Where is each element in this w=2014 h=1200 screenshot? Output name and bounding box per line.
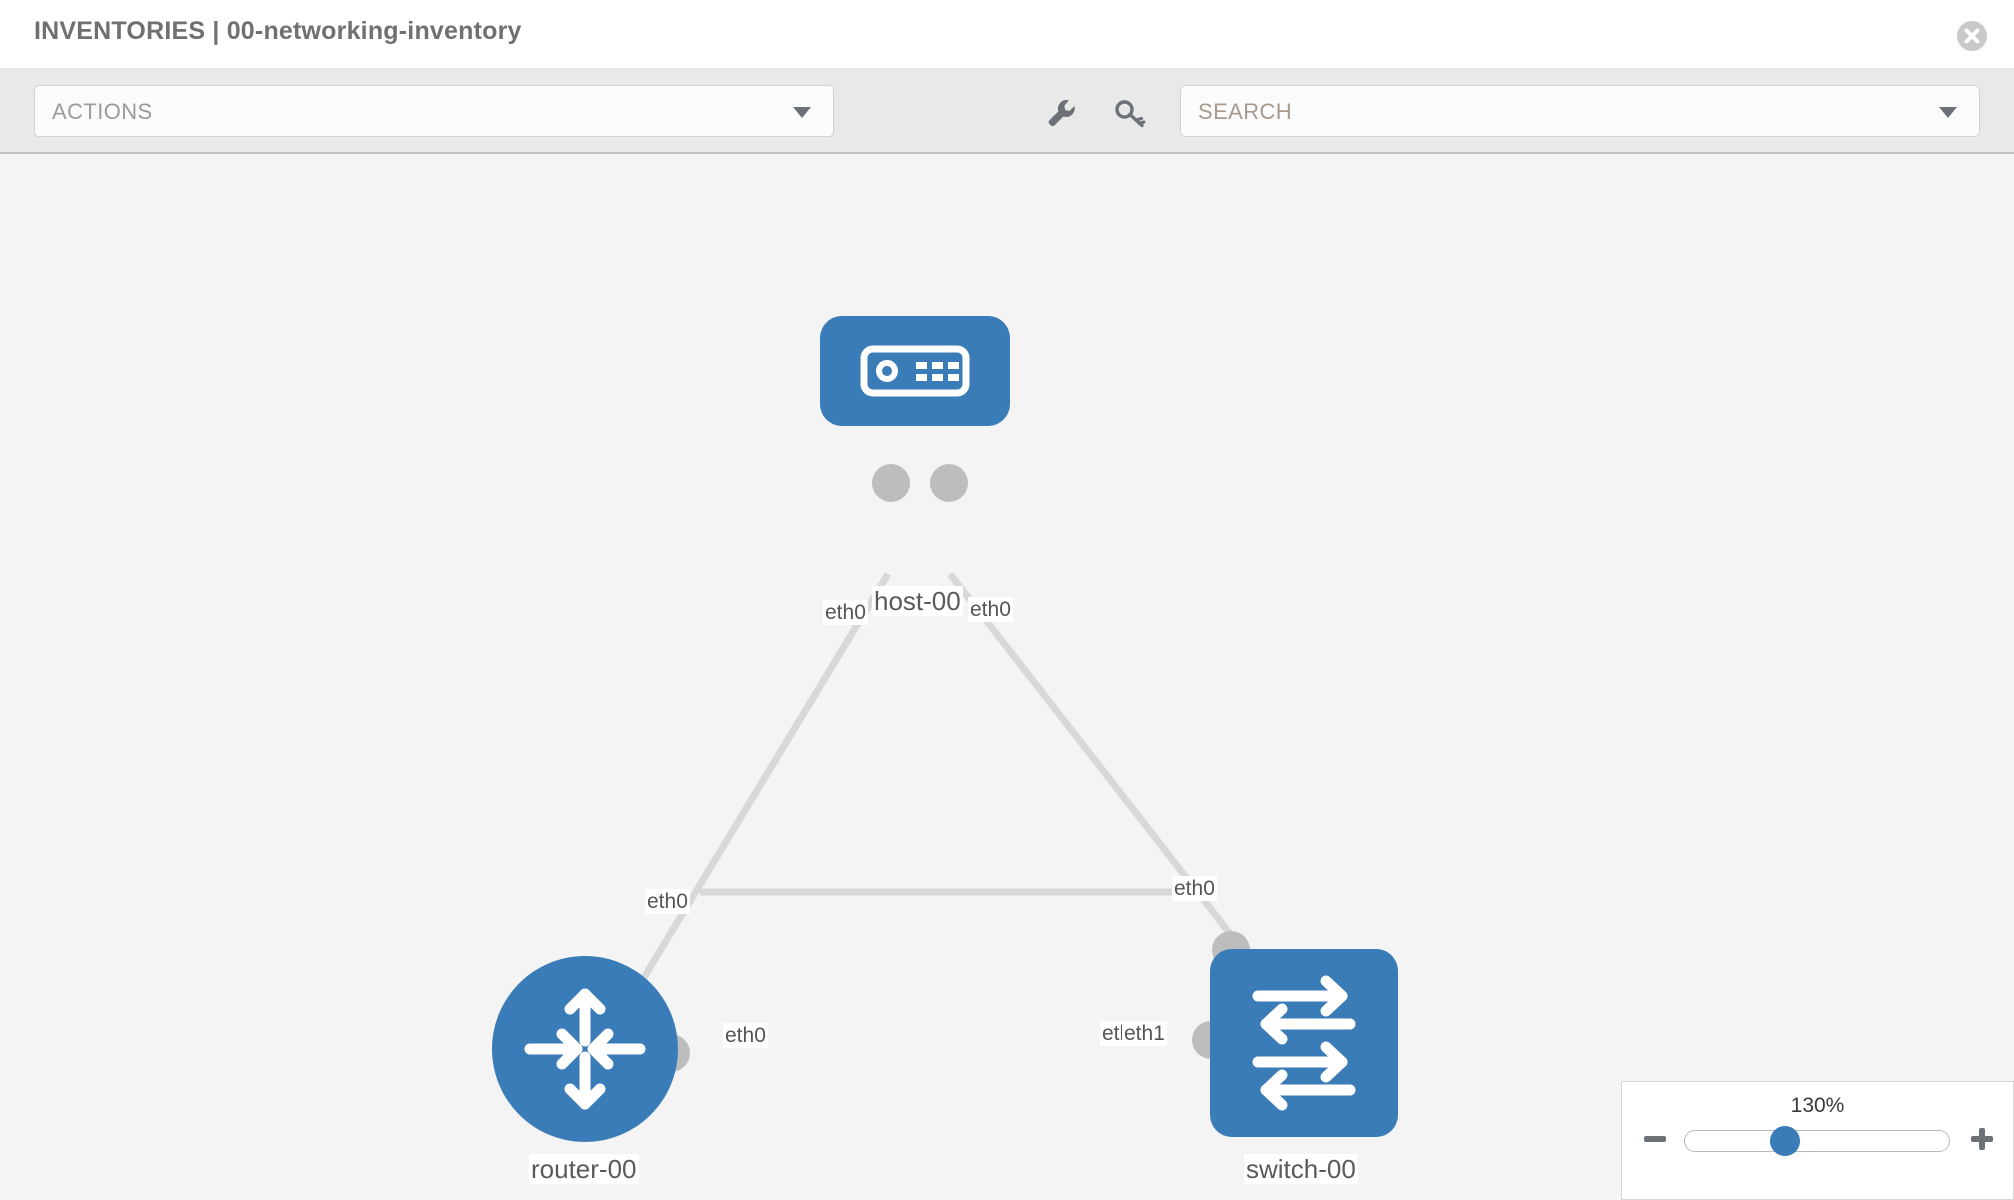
router-arrows-icon <box>524 988 646 1110</box>
page-title: INVENTORIES | 00-networking-inventory <box>34 17 522 45</box>
port-host-left[interactable] <box>872 464 910 502</box>
topology-canvas[interactable]: host-00 eth0 eth0 <box>0 154 2014 1200</box>
node-host-label: host-00 <box>872 586 963 616</box>
edge-label-router-up: eth0 <box>645 889 690 914</box>
edge-label-switch-up: eth0 <box>1172 876 1217 901</box>
zoom-slider-handle[interactable] <box>1770 1126 1800 1156</box>
switch-arrows-icon <box>1252 975 1356 1111</box>
page-header: INVENTORIES | 00-networking-inventory <box>0 0 2014 69</box>
plus-icon[interactable] <box>1969 1126 1995 1152</box>
node-router-label: router-00 <box>529 1154 639 1184</box>
node-router[interactable] <box>492 956 690 1148</box>
port-host-right[interactable] <box>930 464 968 502</box>
edge-label-switch-left-over: eth1 <box>1122 1021 1167 1046</box>
actions-dropdown[interactable]: ACTIONS <box>34 85 834 137</box>
link-host-router <box>637 572 891 986</box>
minus-icon[interactable] <box>1642 1126 1668 1152</box>
node-switch-shape[interactable] <box>1210 949 1398 1137</box>
actions-dropdown-label: ACTIONS <box>52 99 153 124</box>
search-placeholder: SEARCH <box>1198 99 1293 124</box>
topology-links <box>637 571 1241 986</box>
zoom-panel: 130% <box>1621 1081 2014 1200</box>
key-icon[interactable] <box>1112 95 1148 131</box>
server-icon <box>860 345 970 397</box>
search-input[interactable]: SEARCH <box>1180 85 1980 137</box>
chevron-down-icon[interactable] <box>1939 107 1957 118</box>
close-icon[interactable] <box>1956 20 1988 52</box>
zoom-percent-label: 130% <box>1790 1094 1845 1117</box>
node-switch[interactable] <box>1192 931 1405 1144</box>
node-host[interactable] <box>820 316 1010 511</box>
edge-label-router-right: eth0 <box>723 1023 768 1048</box>
node-host-shape[interactable] <box>820 316 1010 426</box>
wrench-icon[interactable] <box>1043 95 1079 131</box>
edge-label-host-left: eth0 <box>823 600 868 625</box>
chevron-down-icon <box>793 107 811 118</box>
edge-label-host-right: eth0 <box>968 597 1013 622</box>
zoom-slider-track[interactable] <box>1684 1130 1950 1152</box>
node-router-shape[interactable] <box>492 956 678 1142</box>
toolbar: ACTIONS SEARCH <box>0 69 2014 154</box>
node-switch-label: switch-00 <box>1244 1154 1358 1184</box>
